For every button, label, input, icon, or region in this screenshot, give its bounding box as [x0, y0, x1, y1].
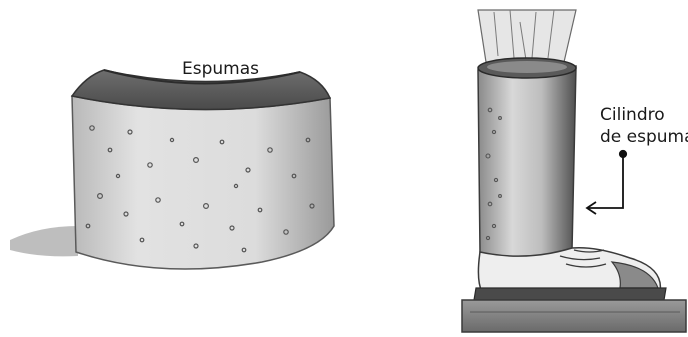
- label-foam-cylinder-line2: de espuma: [600, 126, 688, 148]
- shoe-sole: [474, 288, 666, 300]
- callout-arrow: [587, 151, 626, 214]
- leg-foam-cylinder-illustration: [462, 10, 686, 332]
- label-foam-cylinder: Cilindro de espuma: [600, 104, 688, 148]
- board: [462, 300, 686, 332]
- block-front-face: [72, 96, 334, 269]
- label-foam: Espumas: [182, 59, 259, 79]
- block-shadow: [10, 226, 78, 256]
- foam-cylinder-body: [478, 66, 576, 260]
- label-foam-cylinder-line1: Cilindro: [600, 104, 688, 126]
- trouser-leg: [478, 10, 576, 62]
- foam-block: [10, 70, 334, 269]
